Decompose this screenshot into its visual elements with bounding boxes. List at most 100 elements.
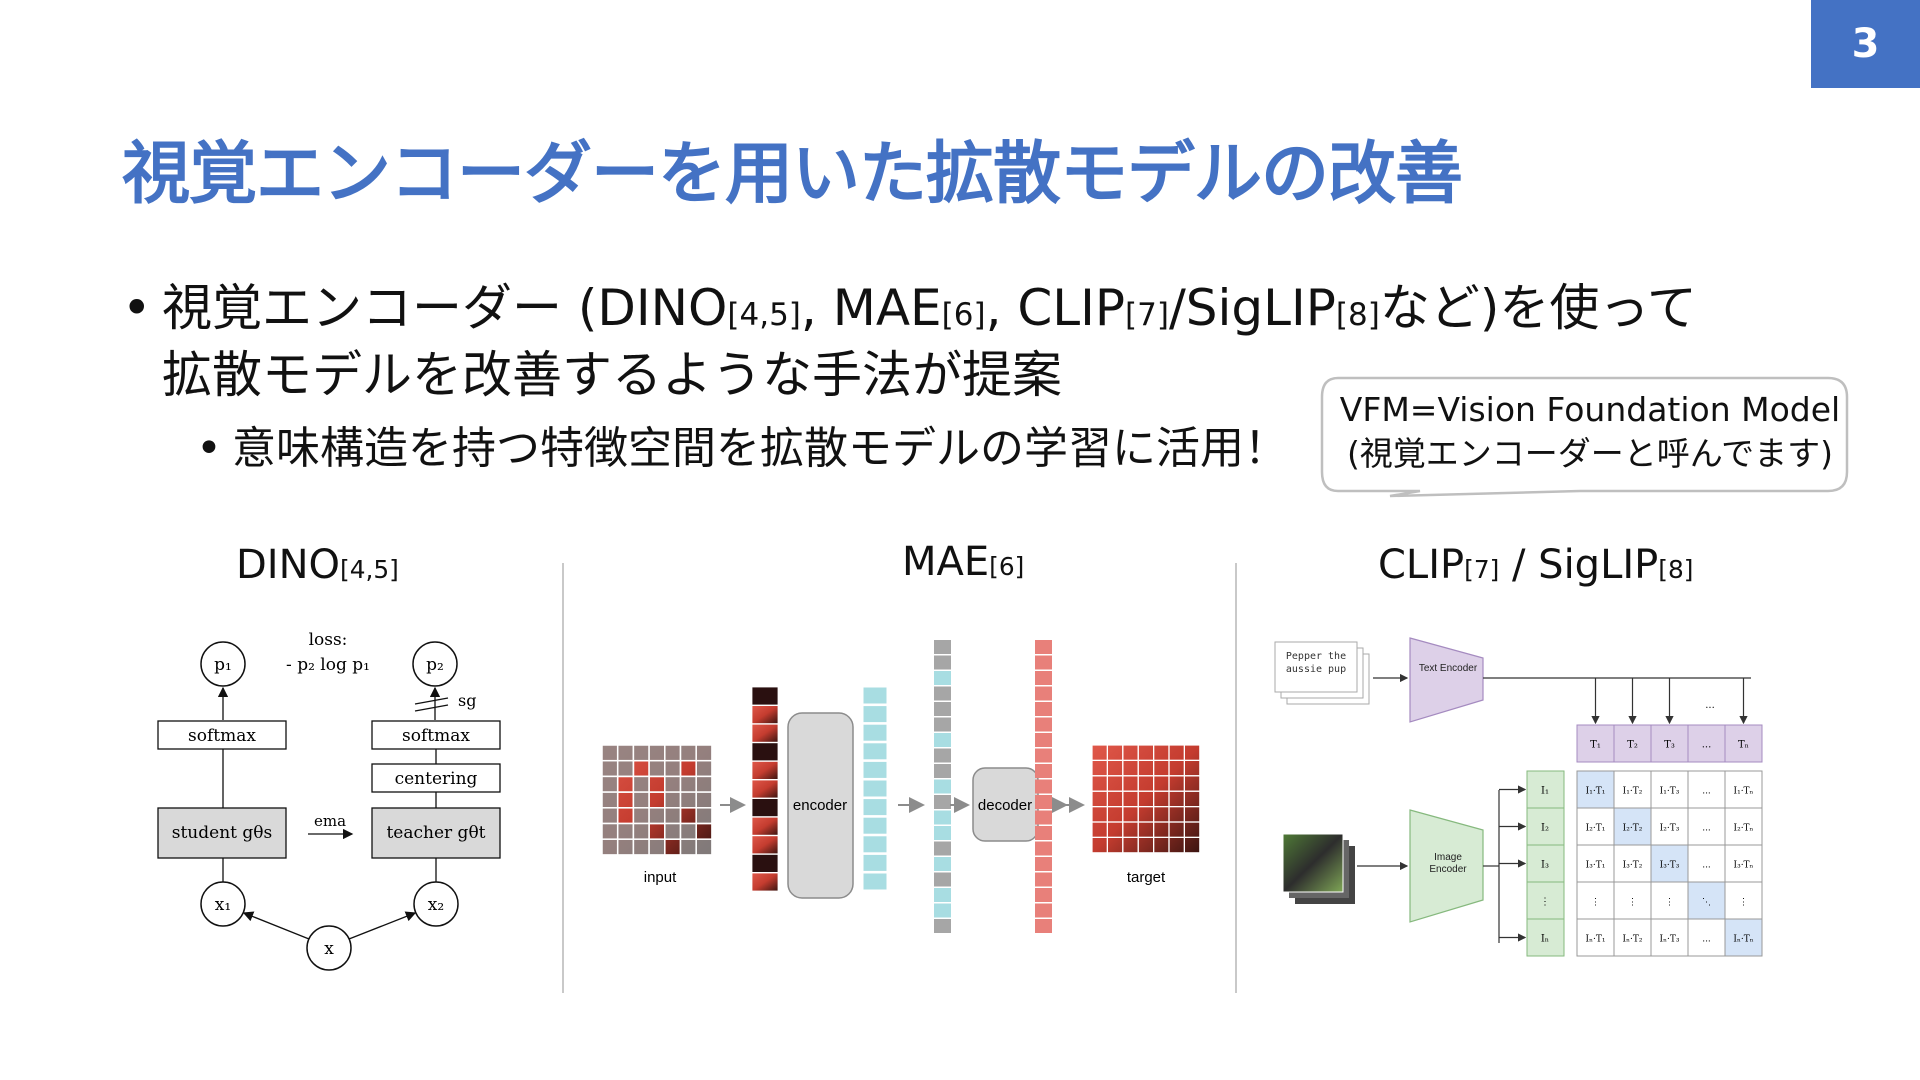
bullet-2: •意味構造を持つ特徴空間を拡散モデルの学習に活用！	[196, 412, 1288, 476]
full-token	[934, 795, 951, 809]
input-patch	[632, 744, 650, 762]
image-embedding-cell	[1526, 844, 1565, 883]
text-embedding-label: ...	[1702, 740, 1712, 751]
similarity-label: I₂·Tₙ	[1734, 824, 1754, 834]
similarity-cell	[1687, 844, 1726, 883]
similarity-cell	[1613, 807, 1652, 846]
x1-node	[200, 881, 246, 927]
visible-patch	[751, 761, 779, 780]
full-token	[934, 702, 951, 716]
input-patch	[664, 822, 682, 840]
input-patch	[616, 822, 635, 840]
decoded-token	[1035, 919, 1052, 933]
decoded-token	[1035, 655, 1052, 670]
encoded-token	[862, 835, 888, 854]
target-label: target	[1127, 869, 1166, 886]
mae-visible-patches	[751, 686, 779, 892]
input-patch	[616, 759, 635, 778]
label-ref: [7]	[1464, 555, 1500, 584]
similarity-cell	[1576, 807, 1615, 846]
encoded-token	[862, 705, 888, 724]
similarity-label: ...	[1702, 935, 1711, 945]
softmax-left-box	[157, 720, 287, 750]
ref-mae: [6]	[941, 297, 986, 333]
mae-decoded-tokens	[1035, 640, 1052, 933]
top-dots: ...	[1705, 700, 1715, 711]
input-patch	[601, 744, 619, 762]
similarity-cell	[1576, 881, 1615, 920]
input-patch	[601, 759, 619, 778]
encoded-token	[862, 686, 888, 705]
full-token	[934, 810, 951, 825]
callout-bubble	[1320, 376, 1849, 498]
input-patch	[601, 791, 619, 809]
image-embedding-label: ⋮	[1540, 897, 1550, 908]
similarity-cell	[1687, 918, 1726, 957]
mae-target-grid	[1091, 744, 1201, 854]
similarity-label: Iₙ·Tₙ	[1733, 935, 1753, 945]
text-embedding-label: T₁	[1590, 740, 1601, 751]
input-patch	[679, 775, 697, 793]
visible-patch	[751, 742, 779, 762]
visible-patch	[751, 705, 779, 724]
label-text: CLIP	[1378, 542, 1465, 588]
bullet-text: , MAE	[800, 279, 942, 337]
input-patch	[679, 822, 697, 840]
p1-node	[200, 641, 246, 687]
full-token	[934, 841, 951, 856]
input-patch	[632, 807, 650, 825]
image-encoder	[1409, 809, 1484, 923]
similarity-label: I₃·T₃	[1660, 861, 1680, 871]
similarity-cell	[1724, 770, 1763, 809]
encoded-token	[862, 760, 888, 779]
student-label: student gθs	[172, 823, 272, 843]
similarity-label: ...	[1702, 824, 1711, 834]
visible-patch	[751, 686, 779, 706]
decoder-label: decoder	[978, 797, 1032, 814]
similarity-cell	[1613, 770, 1652, 809]
decoded-token	[1035, 795, 1052, 809]
full-token	[934, 903, 951, 918]
image-embedding-cell	[1526, 807, 1565, 846]
bullet-text: 意味構造を持つ特徴空間を拡散モデルの学習に活用！	[232, 423, 1288, 474]
visible-patch	[751, 872, 779, 892]
similarity-label: I₁·T₁	[1586, 787, 1606, 797]
x-label: x	[324, 939, 334, 959]
encoded-token	[862, 779, 888, 798]
input-patch	[601, 838, 619, 856]
section-label-clip: CLIP[7] / SigLIP[8]	[1378, 542, 1693, 588]
full-token	[934, 686, 951, 701]
decoded-token	[1035, 841, 1052, 856]
input-patch	[695, 775, 713, 793]
input-patch	[601, 822, 619, 840]
decoded-token	[1035, 903, 1052, 918]
separator-left	[562, 563, 564, 993]
input-patch	[695, 838, 713, 856]
similarity-label: ...	[1702, 861, 1711, 871]
text-embedding-cell	[1613, 724, 1652, 763]
visible-patch	[751, 798, 779, 818]
full-token	[934, 748, 951, 763]
target-patch	[1183, 836, 1201, 854]
decoded-token	[1035, 764, 1052, 778]
visible-patch	[751, 816, 779, 836]
full-token	[934, 857, 951, 871]
similarity-label: Iₙ·T₁	[1586, 935, 1606, 945]
input-patch	[601, 807, 619, 825]
input-patch	[679, 838, 697, 856]
full-token	[934, 826, 951, 840]
visible-patch	[751, 779, 779, 799]
input-patch	[601, 775, 619, 793]
input-patch	[616, 838, 635, 856]
x2-node	[413, 881, 459, 927]
text-embedding-cell	[1650, 724, 1689, 763]
encoded-token	[862, 742, 888, 761]
ref-dino: [4,5]	[727, 297, 801, 333]
mae-figure: input encoder decoder target	[601, 640, 1201, 933]
decoded-token	[1035, 748, 1052, 763]
input-patch	[632, 838, 650, 856]
ema-label: ema	[314, 812, 346, 830]
separator-right	[1235, 563, 1237, 993]
label-text: / SigLIP	[1499, 542, 1659, 588]
